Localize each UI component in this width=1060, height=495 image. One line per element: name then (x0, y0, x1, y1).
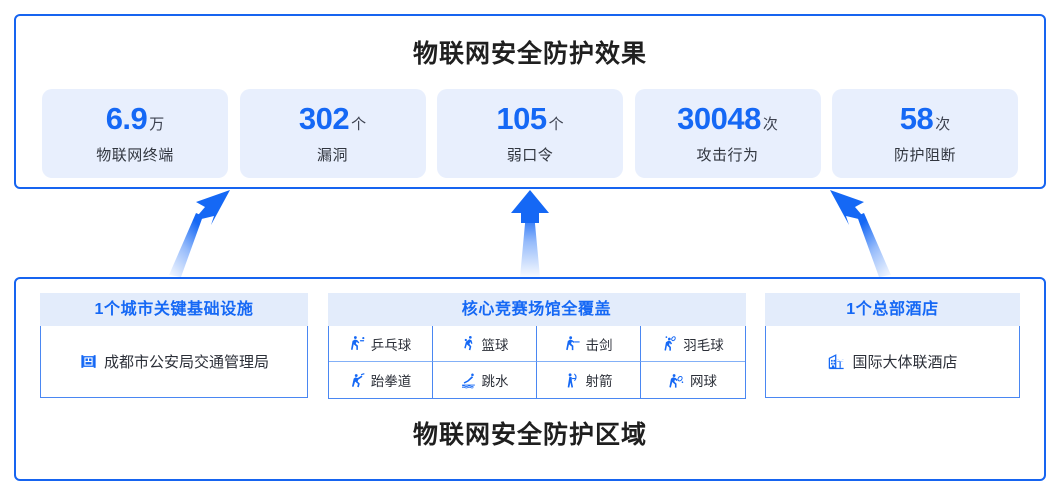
stat-card-row: 6.9 万 物联网终端 302 个 漏洞 105 个 弱口令 (16, 89, 1044, 178)
stat-card-weak-passwords[interactable]: 105 个 弱口令 (437, 89, 623, 178)
stat-label: 弱口令 (506, 146, 554, 164)
stat-number: 105 (496, 100, 547, 136)
stat-card-blocks[interactable]: 58 次 防护阻断 (832, 89, 1018, 178)
sport-label: 跆拳道 (370, 374, 412, 389)
basketball-icon (460, 335, 477, 352)
stat-number: 30048 (677, 100, 761, 136)
stat-card-attacks[interactable]: 30048 次 攻击行为 (634, 89, 821, 178)
stat-label: 物联网终端 (96, 146, 174, 164)
list-item[interactable]: 国际大体联酒店 (827, 351, 958, 372)
zone-body: 乒乓球 篮球 (327, 326, 746, 399)
sport-cell-table-tennis[interactable]: 乒乓球 (328, 326, 433, 362)
security-zone-panel: 1个城市关键基础设施 (14, 277, 1046, 481)
fencing-icon (564, 335, 581, 352)
stat-card-iot-terminals[interactable]: 6.9 万 物联网终端 (42, 89, 228, 178)
tennis-icon (668, 372, 685, 389)
zone-body: 成都市公安局交通管理局 (40, 326, 308, 398)
security-effect-panel: 物联网安全防护效果 6.9 万 物联网终端 302 个 漏洞 105 (14, 14, 1046, 189)
stat-unit: 次 (935, 115, 951, 133)
sport-cell-tennis[interactable]: 网球 (641, 362, 745, 398)
stat-unit: 万 (149, 115, 165, 133)
zone-header: 核心竞赛场馆全覆盖 (327, 293, 746, 326)
arrow-up-left-icon (830, 190, 891, 277)
stat-value: 30048 次 (677, 103, 778, 134)
stat-number: 302 (298, 100, 350, 136)
diving-icon (460, 372, 477, 389)
sport-cell-badminton[interactable]: 羽毛球 (640, 326, 745, 362)
arrow-group (169, 190, 891, 277)
stat-value: 302 个 (299, 103, 366, 134)
list-item-label: 国际大体联酒店 (852, 354, 958, 371)
stat-label: 漏洞 (316, 146, 348, 164)
sport-label: 羽毛球 (683, 337, 724, 353)
sport-cell-diving[interactable]: 跳水 (433, 362, 537, 398)
arrow-up-icon (511, 190, 549, 277)
stat-value: 58 次 (900, 103, 951, 134)
stat-card-vulnerabilities[interactable]: 302 个 漏洞 (239, 89, 426, 178)
list-item[interactable]: 成都市公安局交通管理局 (79, 351, 269, 372)
government-building-icon (79, 352, 98, 371)
sport-label: 网球 (690, 374, 717, 389)
stat-unit: 个 (548, 115, 564, 133)
table-tennis-icon (349, 335, 366, 352)
top-panel-title: 物联网安全防护效果 (412, 40, 647, 68)
sport-label: 射箭 (585, 374, 613, 389)
stat-number: 58 (899, 100, 934, 136)
hotel-building-icon (827, 352, 846, 371)
stat-label: 攻击行为 (696, 146, 759, 164)
stat-unit: 个 (351, 115, 367, 133)
list-item-label: 成都市公安局交通管理局 (103, 354, 269, 371)
zone-headquarters-hotel: 1个总部酒店 (765, 293, 1020, 399)
sport-label: 篮球 (481, 337, 509, 353)
archery-icon (564, 372, 581, 389)
sport-cell-taekwondo[interactable]: 跆拳道 (329, 362, 433, 398)
stat-value: 6.9 万 (106, 103, 165, 134)
sport-label: 乒乓球 (370, 337, 412, 353)
zone-header: 1个总部酒店 (765, 293, 1020, 326)
zone-competition-venues: 核心竞赛场馆全覆盖 乒乓 (327, 293, 746, 399)
stat-number: 6.9 (105, 100, 148, 136)
stat-value: 105 个 (496, 103, 563, 134)
sport-label: 跳水 (481, 374, 509, 389)
sport-cell-basketball[interactable]: 篮球 (432, 326, 537, 362)
sport-cell-archery[interactable]: 射箭 (537, 362, 641, 398)
taekwondo-icon (349, 372, 366, 389)
sport-cell-fencing[interactable]: 击剑 (536, 326, 641, 362)
badminton-icon (661, 335, 678, 352)
arrow-up-right-icon (169, 190, 230, 277)
sport-label: 击剑 (585, 337, 613, 353)
zone-city-infrastructure: 1个城市关键基础设施 (40, 293, 308, 399)
zone-row: 1个城市关键基础设施 (16, 279, 1044, 399)
zone-header: 1个城市关键基础设施 (40, 293, 308, 326)
bottom-panel-title: 物联网安全防护区域 (412, 421, 647, 449)
sports-grid: 乒乓球 篮球 (328, 326, 745, 398)
zone-body: 国际大体联酒店 (765, 326, 1020, 398)
stat-unit: 次 (762, 115, 778, 133)
stat-label: 防护阻断 (893, 146, 956, 164)
